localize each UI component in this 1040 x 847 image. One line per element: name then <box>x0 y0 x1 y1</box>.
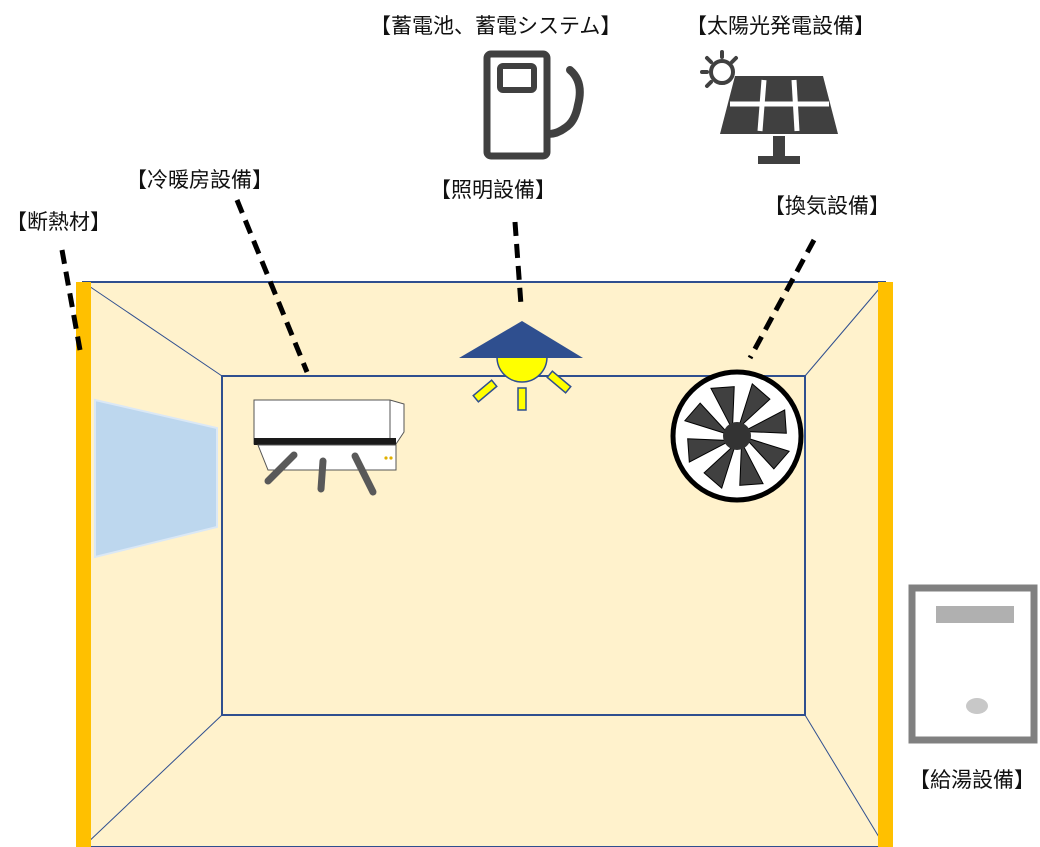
window <box>94 398 218 559</box>
fan-blade <box>743 436 791 470</box>
label-ventilation: 【換気設備】 <box>764 194 890 218</box>
solar-panel-icon <box>700 50 838 164</box>
label-battery: 【蓄電池、蓄電システム】 <box>370 14 622 38</box>
ventilation-fan-icon <box>670 369 804 503</box>
label-insulation: 【断熱材】 <box>6 210 111 234</box>
label-water-heater: 【給湯設備】 <box>909 768 1035 792</box>
fan-blade <box>741 409 787 434</box>
water-heater-icon <box>908 584 1038 744</box>
label-lighting: 【照明設備】 <box>430 178 556 202</box>
leader-ventilation <box>747 238 817 360</box>
fan-blade <box>737 382 771 430</box>
room <box>82 281 886 847</box>
leader-lighting <box>512 221 524 306</box>
insulation-left <box>76 282 91 847</box>
air-conditioner-icon <box>253 399 405 496</box>
fan-blade <box>710 386 735 432</box>
lamp-icon <box>459 321 583 411</box>
fan-blade <box>739 440 764 486</box>
insulation-right <box>878 282 893 847</box>
leader-insulation <box>59 249 83 351</box>
label-solar: 【太陽光発電設備】 <box>686 14 875 38</box>
leader-hvac <box>234 199 310 373</box>
label-hvac: 【冷暖房設備】 <box>126 168 273 192</box>
fan-blade <box>687 438 733 463</box>
battery-icon <box>483 50 584 160</box>
fan-blade <box>703 442 737 490</box>
fan-blade <box>683 402 731 436</box>
